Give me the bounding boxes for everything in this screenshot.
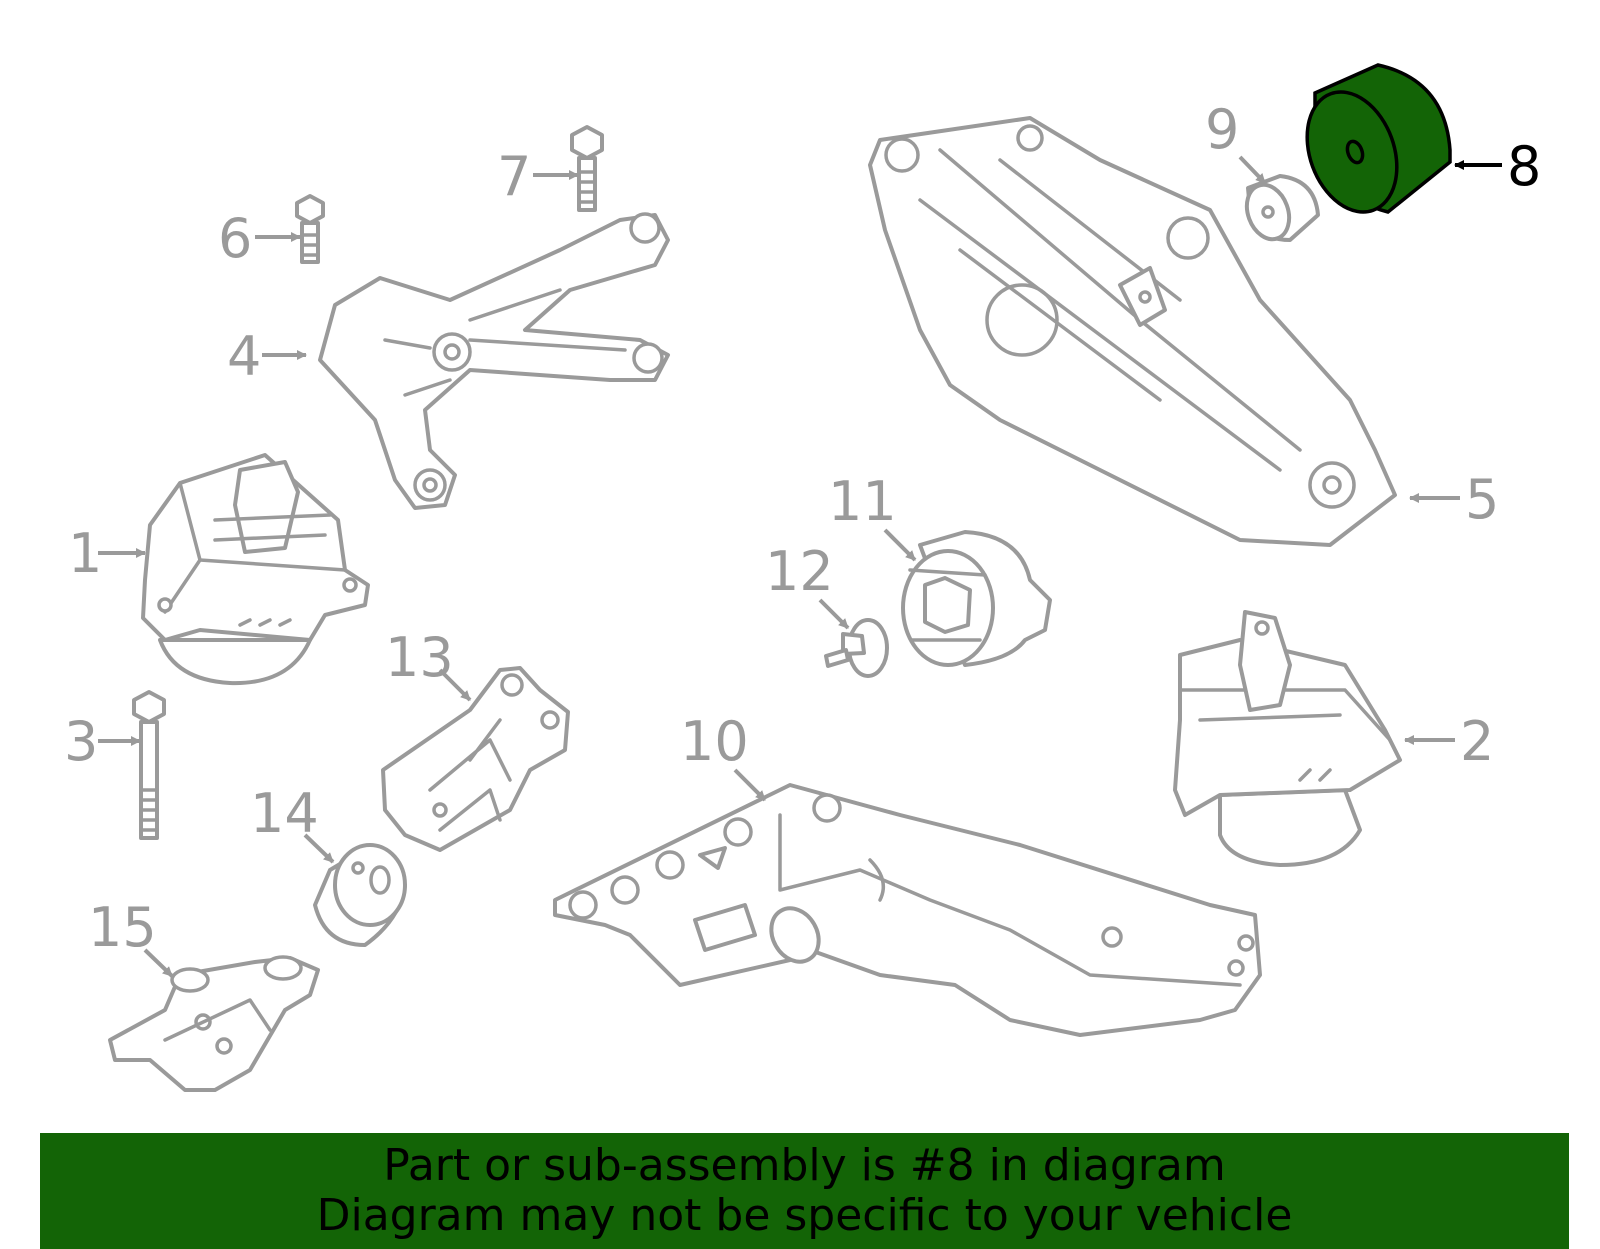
callout-6: 6 [218, 207, 252, 270]
callout-5: 5 [1465, 468, 1499, 531]
part-3-bolt[interactable] [132, 690, 166, 840]
callout-2: 2 [1460, 710, 1494, 773]
part-7-bolt[interactable] [570, 125, 604, 212]
part-10-crossmember[interactable] [553, 783, 1262, 1037]
callout-12: 12 [765, 540, 834, 603]
part-6-bolt[interactable] [295, 194, 325, 264]
part-5-bracket[interactable] [868, 116, 1397, 547]
banner-line-1: Part or sub-assembly is #8 in diagram [383, 1140, 1226, 1191]
callout-4: 4 [227, 325, 261, 388]
callout-1: 1 [68, 522, 102, 585]
part-13-bracket[interactable] [381, 666, 570, 852]
part-14-bushing[interactable] [313, 843, 407, 947]
info-banner: Part or sub-assembly is #8 in diagram Di… [40, 1133, 1569, 1249]
part-12-stud[interactable] [824, 618, 889, 678]
callout-7: 7 [497, 145, 531, 208]
callout-11: 11 [828, 470, 897, 533]
part-1-engine-mount[interactable] [141, 453, 370, 686]
callout-15: 15 [88, 896, 157, 959]
callout-14: 14 [250, 782, 319, 845]
banner-line-2: Diagram may not be specific to your vehi… [316, 1190, 1293, 1241]
callout-9: 9 [1205, 98, 1239, 161]
part-4-bracket[interactable] [318, 212, 670, 510]
part-8-bushing[interactable] [1291, 63, 1452, 225]
part-15-bracket[interactable] [108, 955, 320, 1092]
part-2-engine-mount[interactable] [1173, 610, 1402, 867]
part-11-bushing[interactable] [901, 530, 1052, 667]
callout-3: 3 [64, 710, 98, 773]
part-9-bushing[interactable] [1240, 174, 1320, 245]
callout-8: 8 [1507, 135, 1541, 198]
callout-13: 13 [385, 626, 454, 689]
callout-10: 10 [680, 710, 749, 773]
